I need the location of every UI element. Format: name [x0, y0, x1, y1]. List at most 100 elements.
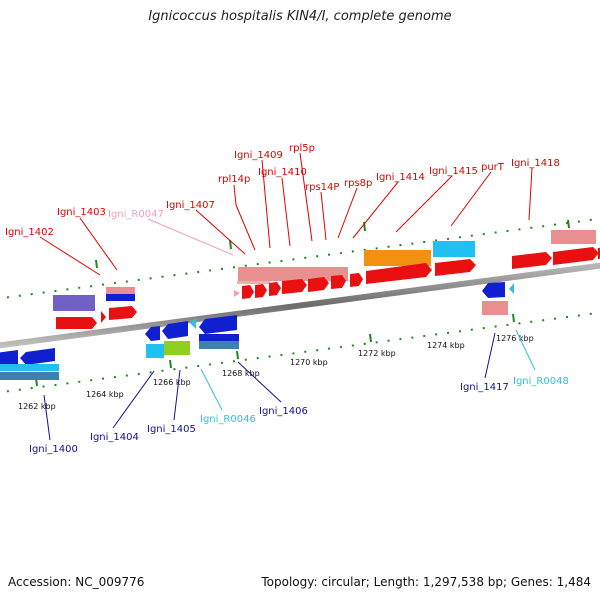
- genome-backbone: [0, 262, 600, 349]
- leader-line: [43, 394, 51, 441]
- major-ticks: [35, 219, 570, 387]
- tick-label: 1276 kbp: [496, 334, 534, 343]
- leader-line: [484, 332, 496, 379]
- leader-line: [173, 369, 181, 421]
- tick-label: 1270 kbp: [290, 358, 328, 367]
- gene-arrow-blue: [145, 326, 160, 341]
- gene-arrow-red: [101, 311, 106, 323]
- gene-bar-pink: [482, 301, 508, 315]
- gene-bar-pink-light: [237, 281, 270, 284]
- leader-line: [395, 175, 453, 233]
- leader-line: [450, 171, 492, 227]
- tick-label: 1262 kbp: [18, 402, 56, 411]
- gene-label: Igni_1402: [5, 227, 54, 238]
- gene-arrow-red: [269, 282, 281, 296]
- leader-line: [233, 184, 237, 206]
- gene-arrow-cyan: [509, 283, 514, 294]
- reverse-strand-genes: [0, 282, 514, 380]
- leader-line: [320, 191, 327, 241]
- leader-line: [79, 217, 118, 271]
- gene-label: Igni_R0047: [108, 209, 164, 220]
- gene-label: Igni_1410: [258, 167, 307, 178]
- upper-gene-labels: Igni_1402 Igni_1403 Igni_R0047 Igni_1407…: [5, 143, 560, 238]
- gene-arrow-blue: [162, 321, 188, 339]
- gene-bar-blue: [106, 294, 135, 301]
- gene-label: Igni_1407: [166, 200, 215, 211]
- leader-line: [112, 370, 155, 429]
- gene-label: rps8p: [344, 178, 372, 189]
- leader-line: [237, 361, 282, 403]
- leader-line: [235, 204, 256, 251]
- gene-label: rpl5p: [289, 143, 315, 154]
- gene-arrow-blue: [0, 350, 18, 368]
- tick-label: 1268 kbp: [222, 369, 260, 378]
- gene-label: Igni_R0048: [513, 376, 569, 387]
- leader-line: [39, 236, 101, 276]
- gene-bar-pink: [106, 287, 135, 294]
- leader-line: [528, 167, 533, 221]
- leader-line: [147, 218, 234, 256]
- gene-label: Igni_1406: [259, 406, 308, 417]
- gene-arrow-red: [553, 247, 599, 265]
- tick-label: 1266 kbp: [153, 378, 191, 387]
- gene-arrow-red: [242, 285, 254, 299]
- gene-arrow-red: [255, 284, 267, 298]
- leader-line: [299, 152, 313, 242]
- gene-label: rpl14p: [218, 174, 250, 185]
- gene-arrow-red: [308, 277, 329, 292]
- gene-arrow-pink: [234, 290, 240, 297]
- gene-label: Igni_1404: [90, 432, 139, 443]
- gene-bar-orange: [364, 250, 431, 266]
- gene-arrow-cyan: [190, 318, 196, 329]
- gene-label: Igni_1414: [376, 172, 425, 183]
- leader-line: [195, 209, 246, 255]
- lower-gene-labels: Igni_1400 Igni_1404 Igni_1405 Igni_R0046…: [29, 376, 569, 455]
- leader-line: [352, 181, 399, 239]
- tick-label: 1264 kbp: [86, 390, 124, 399]
- gene-arrow-red: [331, 275, 346, 289]
- gene-arrow-red: [56, 317, 97, 329]
- tick-labels: 1262 kbp 1264 kbp 1266 kbp 1268 kbp 1270…: [18, 334, 534, 411]
- gene-bar-cyan: [0, 364, 59, 371]
- gene-bar-pink: [551, 230, 596, 244]
- gene-label: Igni_1403: [57, 207, 106, 218]
- tick-label: 1274 kbp: [427, 341, 465, 350]
- leader-line: [281, 177, 291, 247]
- gene-bar-steel: [0, 372, 59, 380]
- label-leaders: [39, 152, 536, 441]
- gene-arrow-red: [109, 306, 137, 320]
- leader-line: [515, 329, 536, 371]
- gene-arrow-blue: [20, 348, 55, 365]
- gene-label: purT: [481, 162, 505, 173]
- gene-label: Igni_1415: [429, 166, 478, 177]
- gene-bar-purple: [53, 295, 95, 311]
- gene-arrow-blue: [199, 315, 237, 334]
- gene-bar-steel: [199, 341, 239, 349]
- gene-label: Igni_1417: [460, 382, 509, 393]
- gene-bar-green: [164, 341, 190, 355]
- gene-label: Igni_1409: [234, 150, 283, 161]
- leader-line: [337, 187, 358, 239]
- gene-arrow-red: [512, 252, 552, 269]
- gene-label: Igni_1405: [147, 424, 196, 435]
- gene-arrow-blue: [482, 282, 505, 298]
- gene-bar-blue: [199, 334, 239, 341]
- gene-arrow-red: [435, 259, 476, 276]
- tick-label: 1272 kbp: [358, 349, 396, 358]
- leader-line: [261, 159, 271, 249]
- gene-label: Igni_R0046: [200, 414, 256, 425]
- forward-strand-genes: [53, 230, 600, 329]
- leader-line: [200, 368, 223, 411]
- topology-text: Topology: circular; Length: 1,297,538 bp…: [261, 575, 591, 589]
- gene-label: Igni_1400: [29, 444, 78, 455]
- gene-arrow-red: [282, 279, 307, 294]
- accession-text: Accession: NC_009776: [8, 575, 145, 589]
- gene-bar-cyan: [146, 344, 164, 358]
- map-title: Ignicoccus hospitalis KIN4/I, complete g…: [148, 9, 452, 24]
- gene-bar-cyan: [433, 241, 475, 257]
- gene-label: Igni_1418: [511, 158, 560, 169]
- gene-arrow-red: [350, 273, 363, 287]
- gene-label: rps14P: [305, 182, 339, 193]
- gene-arrow-red: [366, 263, 432, 284]
